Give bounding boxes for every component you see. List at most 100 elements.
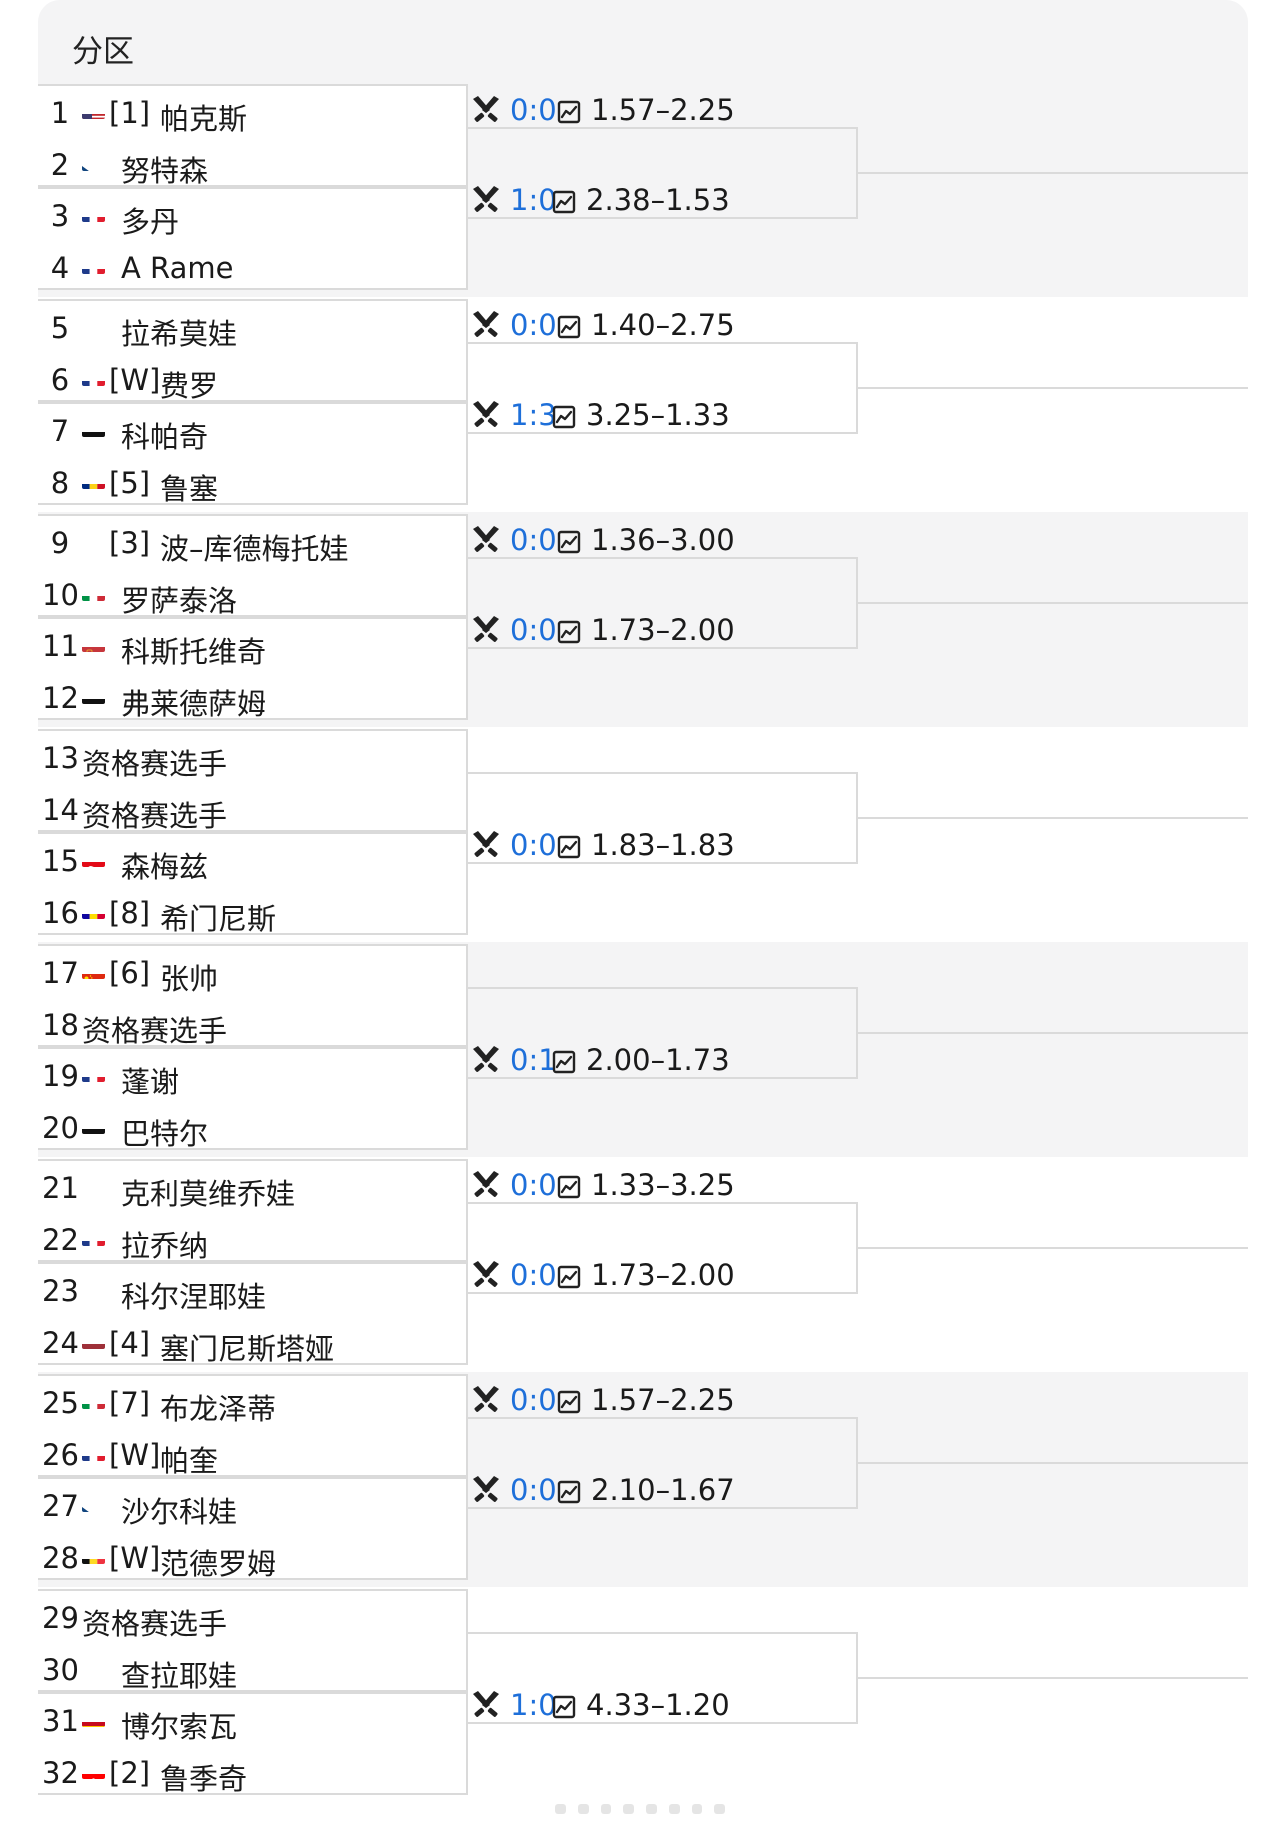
trend-chart-icon[interactable] bbox=[552, 402, 576, 429]
player-row[interactable]: 9[3]波–库德梅托娃 bbox=[38, 518, 468, 566]
bracket-line bbox=[468, 1632, 858, 1634]
match-slot[interactable] bbox=[38, 1374, 468, 1477]
draw-position: 5 bbox=[50, 311, 70, 345]
trend-chart-icon[interactable] bbox=[557, 832, 581, 859]
trend-chart-icon[interactable] bbox=[557, 97, 581, 124]
trend-chart-icon[interactable] bbox=[557, 527, 581, 554]
draw-position: 6 bbox=[50, 363, 70, 397]
player-name: 帕克斯 bbox=[160, 102, 248, 136]
player-row[interactable]: 32[2]鲁季奇 bbox=[38, 1748, 468, 1796]
odds-value: 1.57–2.25 bbox=[591, 93, 735, 127]
player-row[interactable]: 8[5]鲁塞 bbox=[38, 458, 468, 506]
match-slot[interactable] bbox=[38, 1477, 468, 1580]
match-slot[interactable] bbox=[38, 402, 468, 505]
match-slot[interactable] bbox=[38, 1692, 468, 1795]
draw-position: 32 bbox=[42, 1756, 79, 1790]
flag-ad-icon bbox=[82, 903, 105, 919]
head-to-head-score[interactable]: 1:0 bbox=[510, 183, 557, 217]
bracket-line bbox=[468, 862, 858, 864]
head-to-head-score[interactable]: 0:1 bbox=[510, 1043, 557, 1077]
match-slot[interactable] bbox=[38, 832, 468, 935]
match-slot[interactable] bbox=[38, 514, 468, 617]
flag-tr-icon bbox=[82, 851, 105, 867]
head-to-head-score[interactable]: 0:0 bbox=[510, 523, 557, 557]
trend-chart-icon[interactable] bbox=[557, 1387, 581, 1414]
draw-position: 3 bbox=[50, 199, 70, 233]
bracket-line bbox=[468, 987, 858, 989]
draw-position: 24 bbox=[42, 1326, 79, 1360]
match-slot[interactable] bbox=[38, 1262, 468, 1365]
match-slot[interactable] bbox=[38, 617, 468, 720]
draw-position: 13 bbox=[42, 741, 79, 775]
trend-chart-icon[interactable] bbox=[552, 187, 576, 214]
crossed-rackets-icon bbox=[470, 1688, 502, 1720]
head-to-head-score[interactable]: 0:0 bbox=[510, 1473, 557, 1507]
head-to-head-score[interactable]: 0:0 bbox=[510, 1258, 557, 1292]
trend-chart-icon[interactable] bbox=[557, 617, 581, 644]
match-slot[interactable] bbox=[38, 944, 468, 1047]
player-name: 塞门尼斯塔娅 bbox=[160, 1332, 335, 1366]
player-name: 博尔索瓦 bbox=[121, 1710, 238, 1744]
match-slot[interactable] bbox=[38, 729, 468, 832]
match-slot[interactable] bbox=[38, 1589, 468, 1692]
seed-label: [5] bbox=[109, 466, 151, 500]
player-row[interactable]: 16[8]希门尼斯 bbox=[38, 888, 468, 936]
bracket-line bbox=[856, 1677, 1248, 1679]
head-to-head-score[interactable]: 0:0 bbox=[510, 1168, 557, 1202]
trend-chart-icon[interactable] bbox=[557, 1477, 581, 1504]
player-row[interactable]: 28[W]范德罗姆 bbox=[38, 1533, 468, 1581]
match-slot[interactable] bbox=[38, 1159, 468, 1262]
trend-chart-icon[interactable] bbox=[552, 1692, 576, 1719]
trend-chart-icon[interactable] bbox=[557, 1172, 581, 1199]
flag-fr-icon bbox=[82, 370, 105, 386]
match-slot[interactable] bbox=[38, 299, 468, 402]
trend-chart-icon[interactable] bbox=[557, 1262, 581, 1289]
head-to-head-score[interactable]: 1:3 bbox=[510, 398, 557, 432]
match-slot[interactable] bbox=[38, 1047, 468, 1150]
head-to-head-score[interactable]: 0:0 bbox=[510, 1383, 557, 1417]
head-to-head-score[interactable]: 0:0 bbox=[510, 613, 557, 647]
head-to-head-score[interactable]: 1:0 bbox=[510, 1688, 557, 1722]
bracket-line bbox=[468, 127, 858, 129]
player-row[interactable]: 17[6]张帅 bbox=[38, 948, 468, 996]
trend-chart-icon[interactable] bbox=[557, 312, 581, 339]
trend-chart-icon[interactable] bbox=[552, 1047, 576, 1074]
head-to-head-score[interactable]: 0:0 bbox=[510, 828, 557, 862]
draw-position: 17 bbox=[42, 956, 79, 990]
head-to-head-score[interactable]: 0:0 bbox=[510, 308, 557, 342]
match-slot[interactable] bbox=[38, 187, 468, 290]
draw-position: 29 bbox=[42, 1601, 79, 1635]
head-to-head-score[interactable]: 0:0 bbox=[510, 93, 557, 127]
player-row[interactable]: 1[1]帕克斯 bbox=[38, 88, 468, 136]
player-row[interactable]: 24[4]塞门尼斯塔娅 bbox=[38, 1318, 468, 1366]
player-name: 罗萨泰洛 bbox=[121, 584, 238, 618]
player-row[interactable]: 25[7]布龙泽蒂 bbox=[38, 1378, 468, 1426]
player-row[interactable]: 6[W]费罗 bbox=[38, 355, 468, 403]
match-slot[interactable] bbox=[38, 84, 468, 187]
player-name: 帕奎 bbox=[160, 1444, 219, 1478]
seed-label: [W] bbox=[109, 1438, 161, 1472]
player-row[interactable]: 26[W]帕奎 bbox=[38, 1430, 468, 1478]
